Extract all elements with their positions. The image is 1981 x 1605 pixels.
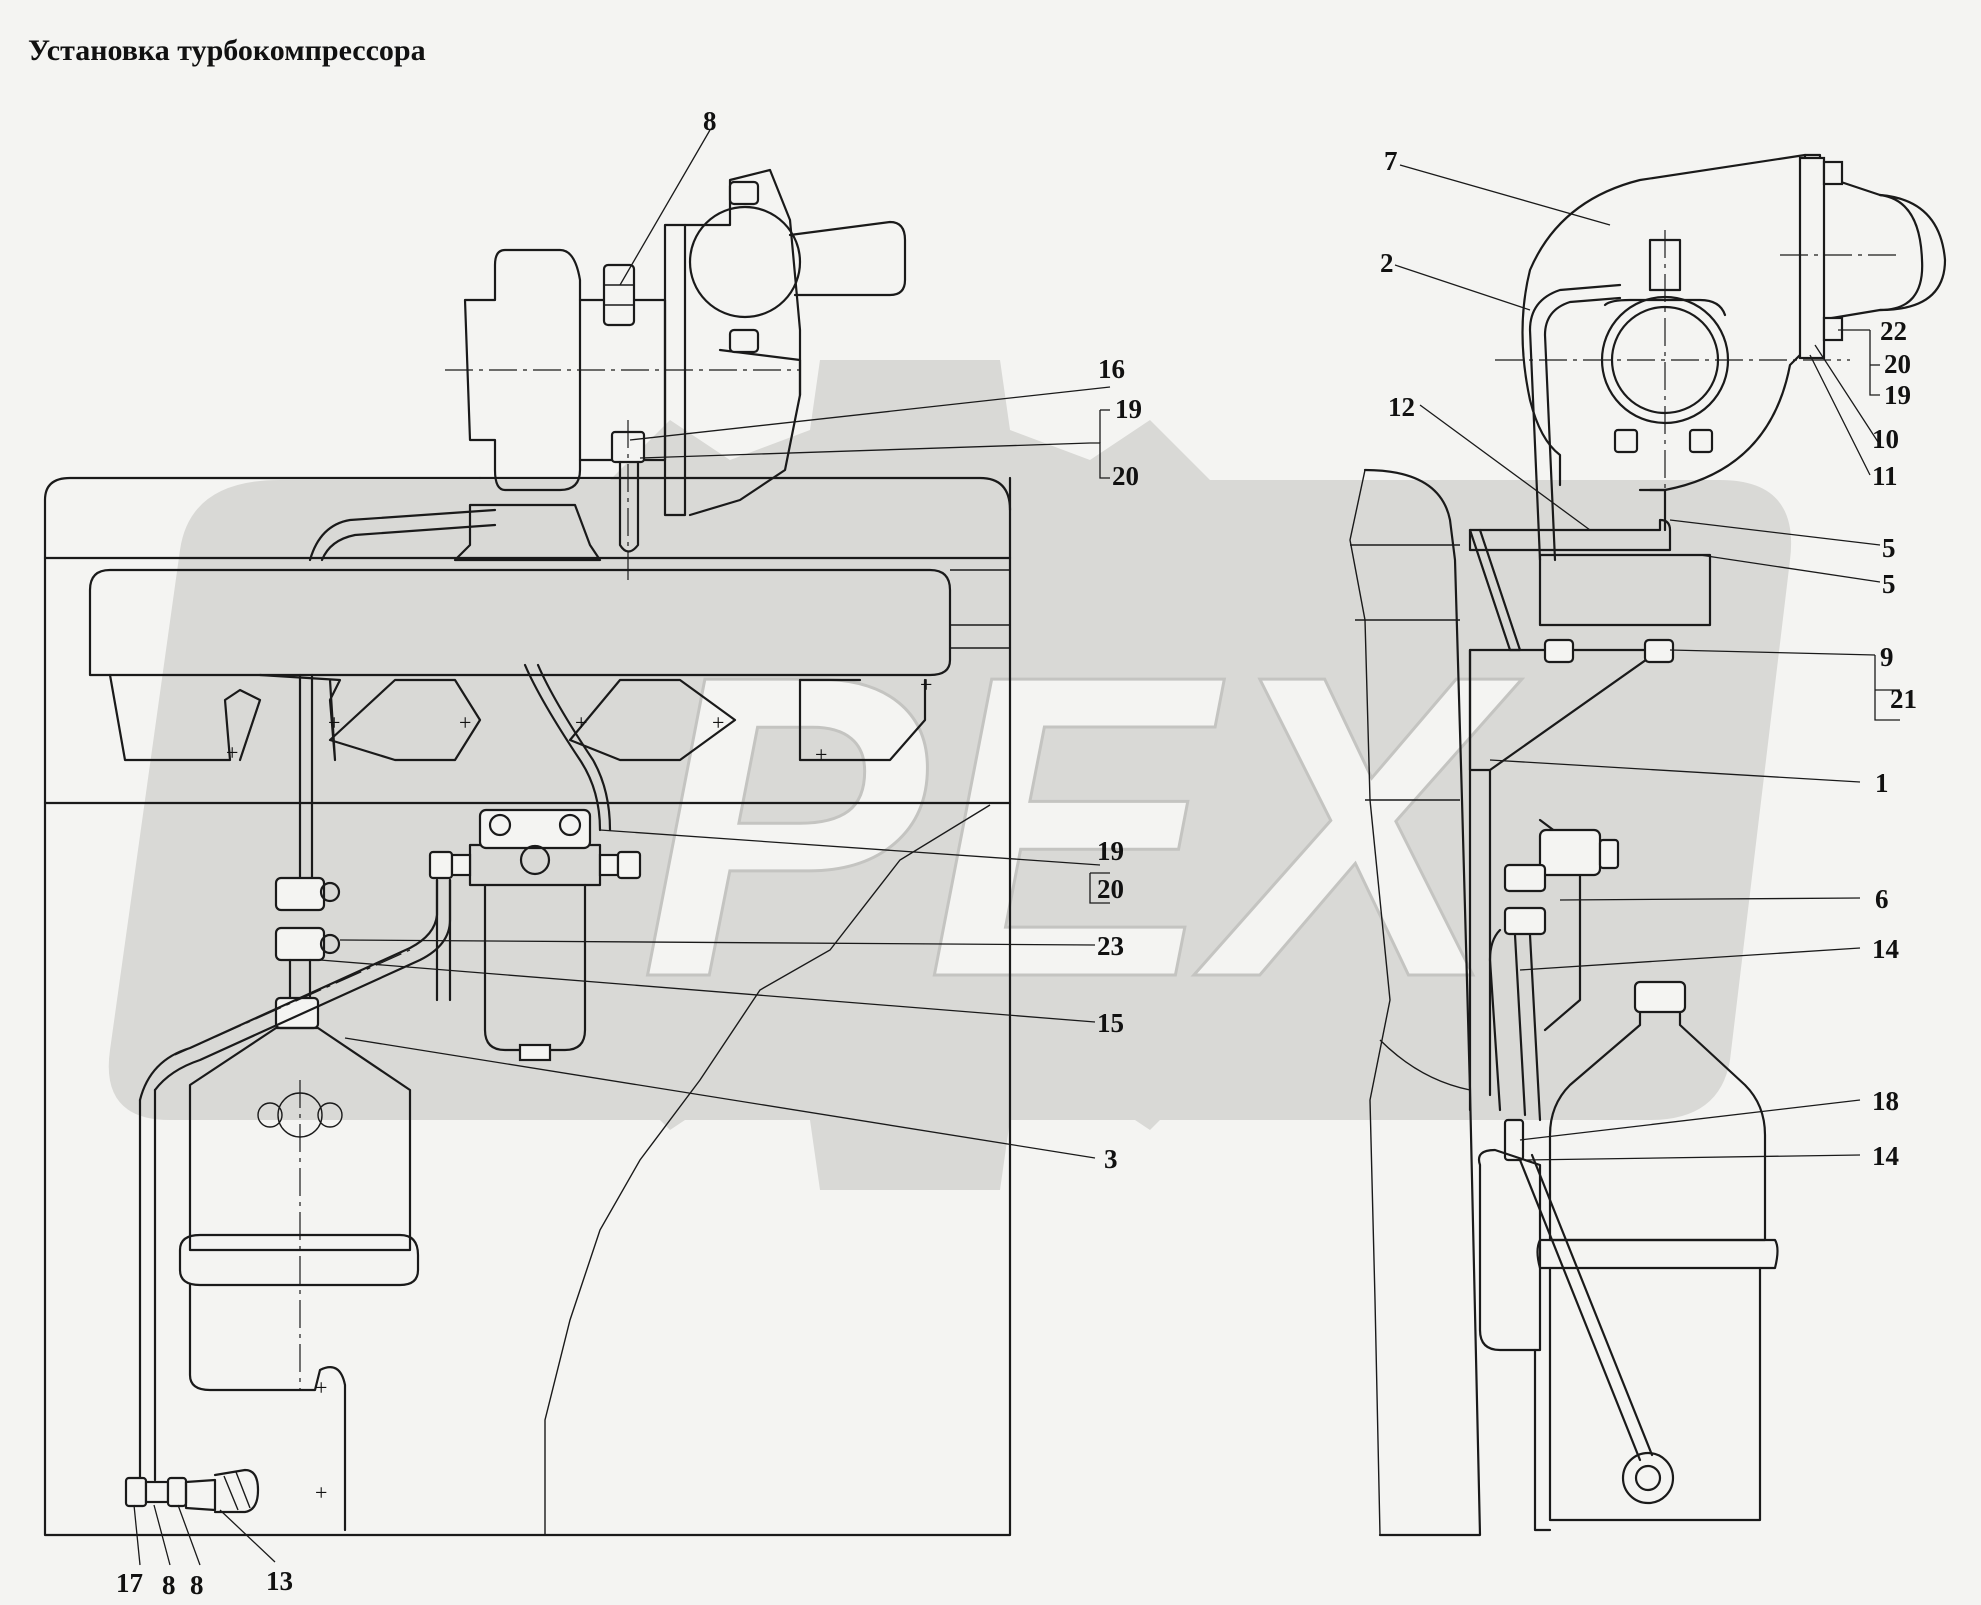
- oil-fitting-upper: [602, 263, 636, 327]
- exhaust-manifold: [88, 568, 952, 677]
- turbocharger-compressor-housing: [463, 248, 582, 492]
- side-view: [1349, 153, 1947, 1537]
- callout-20-right: 20: [1884, 349, 1911, 379]
- svg-text:+: +: [459, 710, 471, 735]
- callout-8-bottom-b: 8: [190, 1570, 204, 1600]
- callout-12: 12: [1388, 392, 1415, 422]
- svg-text:+: +: [328, 710, 340, 735]
- callout-17: 17: [116, 1568, 143, 1598]
- front-view: + + + + + + +: [43, 129, 1111, 1566]
- callout-8-bottom-a: 8: [162, 1570, 176, 1600]
- svg-text:+: +: [315, 1480, 327, 1505]
- watermark: PEX: [108, 360, 1792, 1190]
- callout-18: 18: [1872, 1086, 1899, 1116]
- watermark-text: PEX: [640, 587, 1523, 1067]
- callout-19-lower: 19: [1097, 836, 1124, 866]
- turbo-outlet-pipe: [788, 220, 907, 297]
- svg-text:+: +: [226, 740, 238, 765]
- svg-text:+: +: [712, 710, 724, 735]
- svg-text:+: +: [815, 742, 827, 767]
- side-block-outline: [1363, 468, 1482, 1537]
- callout-14-upper: 14: [1872, 934, 1899, 964]
- callout-2: 2: [1380, 248, 1394, 278]
- svg-text:+: +: [575, 710, 587, 735]
- callout-6: 6: [1875, 884, 1889, 914]
- callout-19-right: 19: [1884, 380, 1911, 410]
- callout-21: 21: [1890, 684, 1917, 714]
- engine-block-outline: [43, 476, 1012, 1537]
- callout-labels-left: 8 16 19 20 19 20 23 15 3 17 8 8 13: [116, 106, 1142, 1600]
- callout-1: 1: [1875, 768, 1889, 798]
- callout-10: 10: [1872, 424, 1899, 454]
- callout-19-upper: 19: [1115, 394, 1142, 424]
- watermark-frame: [108, 480, 1792, 1120]
- oil-supply-pipe: [308, 508, 497, 562]
- callout-9: 9: [1880, 642, 1894, 672]
- mounting-bracket: [1468, 518, 1672, 552]
- callout-5-upper: 5: [1882, 533, 1896, 563]
- callout-13: 13: [266, 1566, 293, 1596]
- callout-20-upper: 20: [1112, 461, 1139, 491]
- svg-text:+: +: [920, 672, 932, 697]
- callout-15: 15: [1097, 1008, 1124, 1038]
- page-title: Установка турбокомпрессора: [28, 34, 426, 67]
- callout-3: 3: [1104, 1144, 1118, 1174]
- svg-text:+: +: [315, 1375, 327, 1400]
- break-line: [544, 804, 991, 1535]
- callout-20-lower: 20: [1097, 874, 1124, 904]
- callout-labels-right: 7 2 22 20 19 10 11 12 5 5 9 21 1 6 14 18…: [1380, 146, 1917, 1171]
- centrifugal-filter-body: [188, 1026, 412, 1252]
- callout-22: 22: [1880, 316, 1907, 346]
- callout-5-lower: 5: [1882, 569, 1896, 599]
- callout-14-lower: 14: [1872, 1141, 1899, 1171]
- callout-23: 23: [1097, 931, 1124, 961]
- callout-16: 16: [1098, 354, 1125, 384]
- callout-8-top: 8: [703, 106, 717, 136]
- callout-11: 11: [1872, 461, 1898, 491]
- turbo-volute-side: [1521, 153, 1807, 492]
- callout-7: 7: [1384, 146, 1398, 176]
